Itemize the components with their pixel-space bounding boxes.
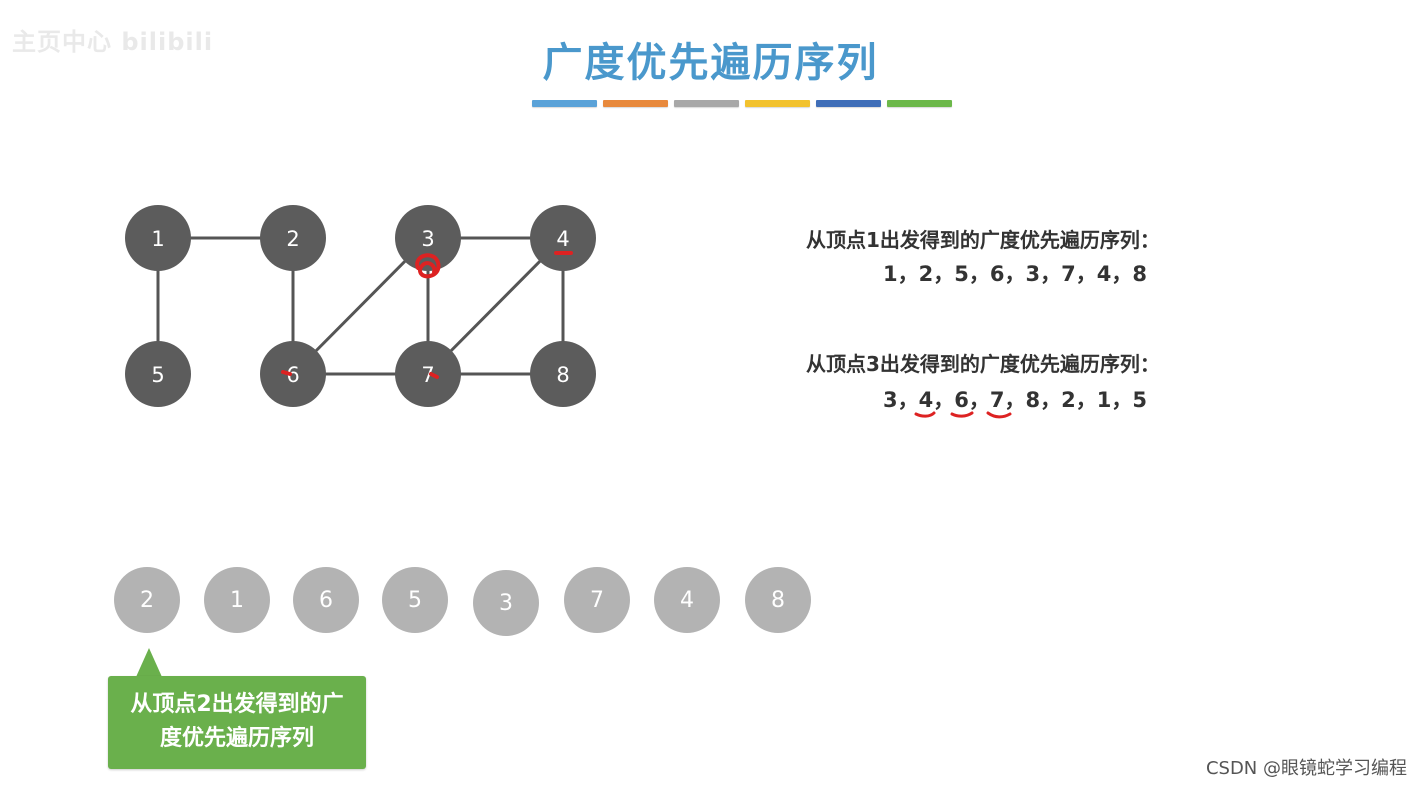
graph-node-label-5: 5	[151, 363, 164, 387]
page-title: 广度优先遍历序列	[542, 40, 879, 86]
graph-node-label-1: 1	[151, 227, 164, 251]
queue-node-2: 1	[204, 567, 270, 633]
color-bar-6	[887, 100, 952, 107]
graph-node-label-7: 7	[421, 363, 434, 387]
callout-box: 从顶点2出发得到的广 度优先遍历序列	[108, 676, 366, 769]
graph-node-label-3: 3	[421, 227, 434, 251]
graph-node-3	[395, 205, 461, 271]
sequence-2-label: 从顶点3出发得到的广度优先遍历序列：	[806, 352, 1160, 376]
watermark-top-left: 主页中心 bilibili	[12, 28, 214, 56]
queue-node-8: 8	[745, 567, 811, 633]
color-bar-3	[674, 100, 739, 107]
queue-node-1: 2	[114, 567, 180, 633]
graph-node-6	[260, 341, 326, 407]
graph-node-8	[530, 341, 596, 407]
graph-node-5	[125, 341, 191, 407]
callout-pointer	[136, 648, 162, 677]
graph-node-label-8: 8	[556, 363, 569, 387]
graph-node-4	[530, 205, 596, 271]
graph-node-label-4: 4	[556, 227, 569, 251]
color-bar-2	[603, 100, 668, 107]
sequence-1-label: 从顶点1出发得到的广度优先遍历序列：	[806, 228, 1160, 252]
graph-node-label-2: 2	[286, 227, 299, 251]
graph-node-7	[395, 341, 461, 407]
graph-node-1	[125, 205, 191, 271]
graph-node-label-6: 6	[286, 363, 299, 387]
queue-node-3: 6	[293, 567, 359, 633]
queue-node-7: 4	[654, 567, 720, 633]
queue-node-5: 3	[473, 570, 539, 636]
watermark-bottom-right: CSDN @眼镜蛇学习编程	[1205, 758, 1407, 779]
color-bar-5	[816, 100, 881, 107]
graph-node-2	[260, 205, 326, 271]
queue-node-4: 5	[382, 567, 448, 633]
queue-node-6: 7	[564, 567, 630, 633]
sequence-2-values: 3，4，6，7，8，2，1，5	[883, 388, 1147, 412]
color-bar-4	[745, 100, 810, 107]
callout-line-2: 度优先遍历序列	[159, 726, 314, 751]
color-bar-1	[532, 100, 597, 107]
sequence-1-values: 1，2，5，6，3，7，4，8	[883, 262, 1147, 286]
callout-line-1: 从顶点2出发得到的广	[130, 692, 344, 717]
